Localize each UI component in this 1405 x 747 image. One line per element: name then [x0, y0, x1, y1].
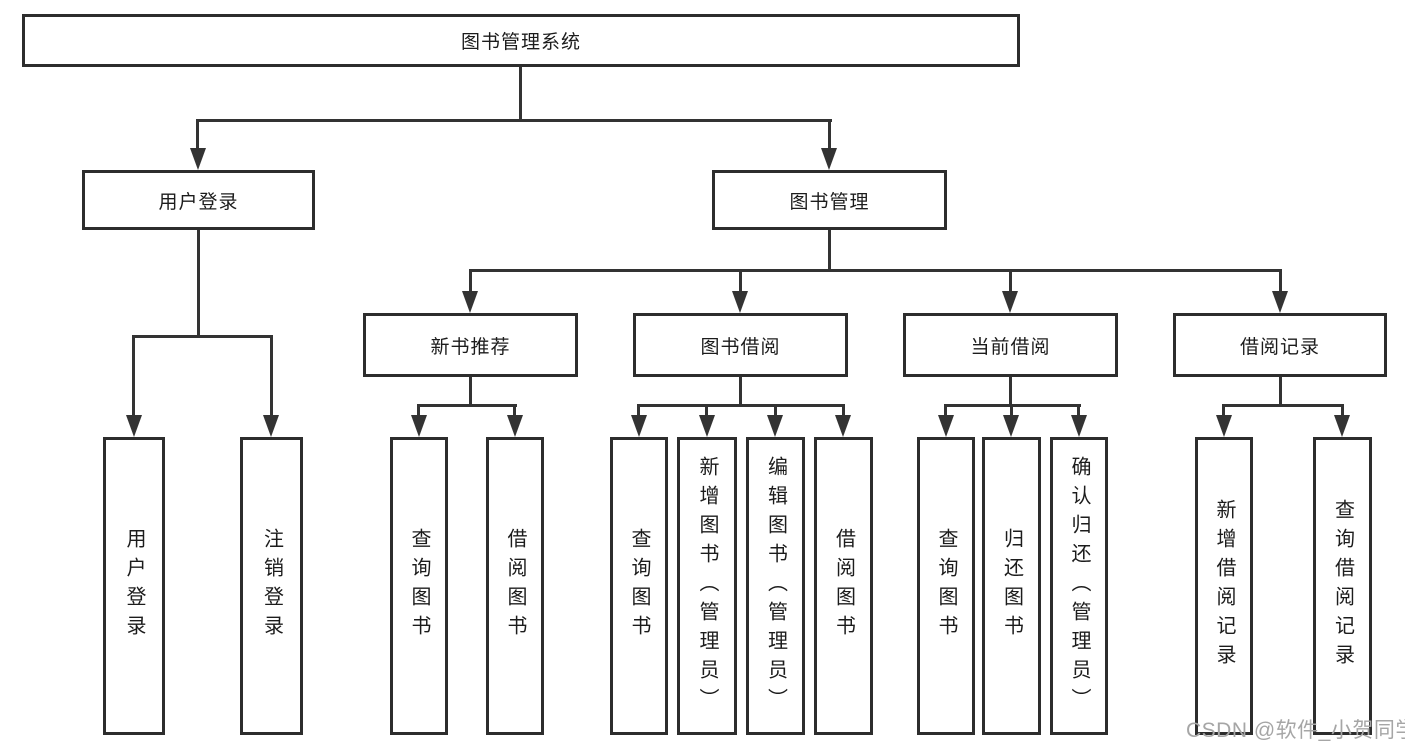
node-user-login: 用户登录: [82, 170, 315, 230]
arrowhead-down-icon: [1071, 415, 1087, 437]
leaf-label: 新增借阅记录: [1213, 499, 1235, 673]
connector-vline: [1077, 404, 1080, 416]
connector-vline: [132, 335, 135, 416]
connector-vline: [705, 404, 708, 416]
leaf-label: 确认归还（管理员）: [1068, 455, 1090, 717]
leaf-user-login: 用户登录: [103, 437, 165, 735]
node-label: 当前借阅: [970, 336, 1051, 358]
node-label: 图书借阅: [700, 336, 781, 358]
connector-vline: [1010, 404, 1013, 416]
node-label: 图书管理系统: [460, 32, 581, 53]
leaf-label: 借阅图书: [504, 528, 526, 644]
arrowhead-down-icon: [767, 415, 783, 437]
connector-vline: [944, 404, 947, 416]
arrowhead-down-icon: [1272, 291, 1288, 313]
connector-vline: [828, 228, 831, 272]
connector-vline: [828, 119, 831, 149]
connector-vline: [1009, 269, 1012, 293]
node-book-management: 图书管理: [712, 170, 947, 230]
connector-hline: [469, 269, 1282, 272]
connector-vline: [739, 269, 742, 293]
node-label: 图书管理: [789, 191, 870, 213]
node-borrowing-records: 借阅记录: [1173, 313, 1387, 377]
leaf-label: 查询图书: [628, 528, 650, 644]
node-new-book-recommendation: 新书推荐: [363, 313, 578, 377]
leaf-label: 用户登录: [123, 528, 145, 644]
leaf-label: 查询图书: [408, 528, 430, 644]
connector-hline: [132, 335, 273, 338]
leaf-borrow-books-recommend: 借阅图书: [486, 437, 544, 735]
leaf-label: 查询借阅记录: [1331, 499, 1354, 673]
leaf-add-book-admin: 新增图书（管理员）: [677, 437, 737, 735]
leaf-label: 归还图书: [1000, 528, 1023, 644]
node-label: 借阅记录: [1239, 336, 1320, 358]
node-label: 用户登录: [158, 191, 239, 213]
connector-vline: [519, 65, 522, 122]
arrowhead-down-icon: [631, 415, 647, 437]
leaf-query-borrow-record: 查询借阅记录: [1313, 437, 1372, 735]
connector-vline: [1279, 375, 1282, 407]
leaf-label: 查询图书: [935, 528, 957, 644]
connector-vline: [513, 404, 516, 416]
connector-hline: [196, 119, 832, 122]
arrowhead-down-icon: [411, 415, 427, 437]
connector-vline: [1279, 269, 1282, 293]
leaf-confirm-return-admin: 确认归还（管理员）: [1050, 437, 1108, 735]
leaf-borrow-books-borrowing: 借阅图书: [814, 437, 873, 735]
leaf-label: 注销登录: [260, 528, 283, 644]
leaf-edit-book-admin: 编辑图书（管理员）: [746, 437, 805, 735]
connector-hline: [417, 404, 517, 407]
leaf-return-books: 归还图书: [982, 437, 1041, 735]
connector-vline: [1009, 375, 1012, 407]
arrowhead-down-icon: [835, 415, 851, 437]
arrowhead-down-icon: [507, 415, 523, 437]
watermark-text: CSDN @软件_小贺同学: [1186, 719, 1405, 742]
arrowhead-down-icon: [732, 291, 748, 313]
arrowhead-down-icon: [821, 148, 837, 170]
connector-vline: [270, 335, 273, 416]
arrowhead-down-icon: [1002, 291, 1018, 313]
arrowhead-down-icon: [1003, 415, 1019, 437]
arrowhead-down-icon: [938, 415, 954, 437]
connector-vline: [774, 404, 777, 416]
node-book-borrowing: 图书借阅: [633, 313, 848, 377]
arrowhead-down-icon: [699, 415, 715, 437]
arrowhead-down-icon: [126, 415, 142, 437]
connector-vline: [197, 228, 200, 336]
connector-vline: [196, 119, 199, 149]
leaf-label: 借阅图书: [832, 528, 855, 644]
leaf-query-books-recommend: 查询图书: [390, 437, 448, 735]
connector-hline: [1222, 404, 1344, 407]
leaf-logout: 注销登录: [240, 437, 303, 735]
arrowhead-down-icon: [1216, 415, 1232, 437]
connector-vline: [1222, 404, 1225, 416]
arrowhead-down-icon: [190, 148, 206, 170]
connector-vline: [842, 404, 845, 416]
node-current-borrowing: 当前借阅: [903, 313, 1118, 377]
node-root: 图书管理系统: [22, 14, 1020, 67]
connector-vline: [469, 269, 472, 293]
connector-vline: [417, 404, 420, 416]
leaf-label: 编辑图书（管理员）: [764, 455, 787, 717]
arrowhead-down-icon: [1334, 415, 1350, 437]
connector-vline: [739, 375, 742, 407]
leaf-label: 新增图书（管理员）: [696, 455, 718, 717]
leaf-query-books-current: 查询图书: [917, 437, 975, 735]
connector-hline: [637, 404, 845, 407]
node-label: 新书推荐: [430, 336, 511, 358]
leaf-query-books-borrowing: 查询图书: [610, 437, 668, 735]
connector-vline: [469, 375, 472, 407]
arrowhead-down-icon: [263, 415, 279, 437]
arrowhead-down-icon: [462, 291, 478, 313]
leaf-add-borrow-record: 新增借阅记录: [1195, 437, 1253, 735]
connector-vline: [1341, 404, 1344, 416]
connector-vline: [637, 404, 640, 416]
